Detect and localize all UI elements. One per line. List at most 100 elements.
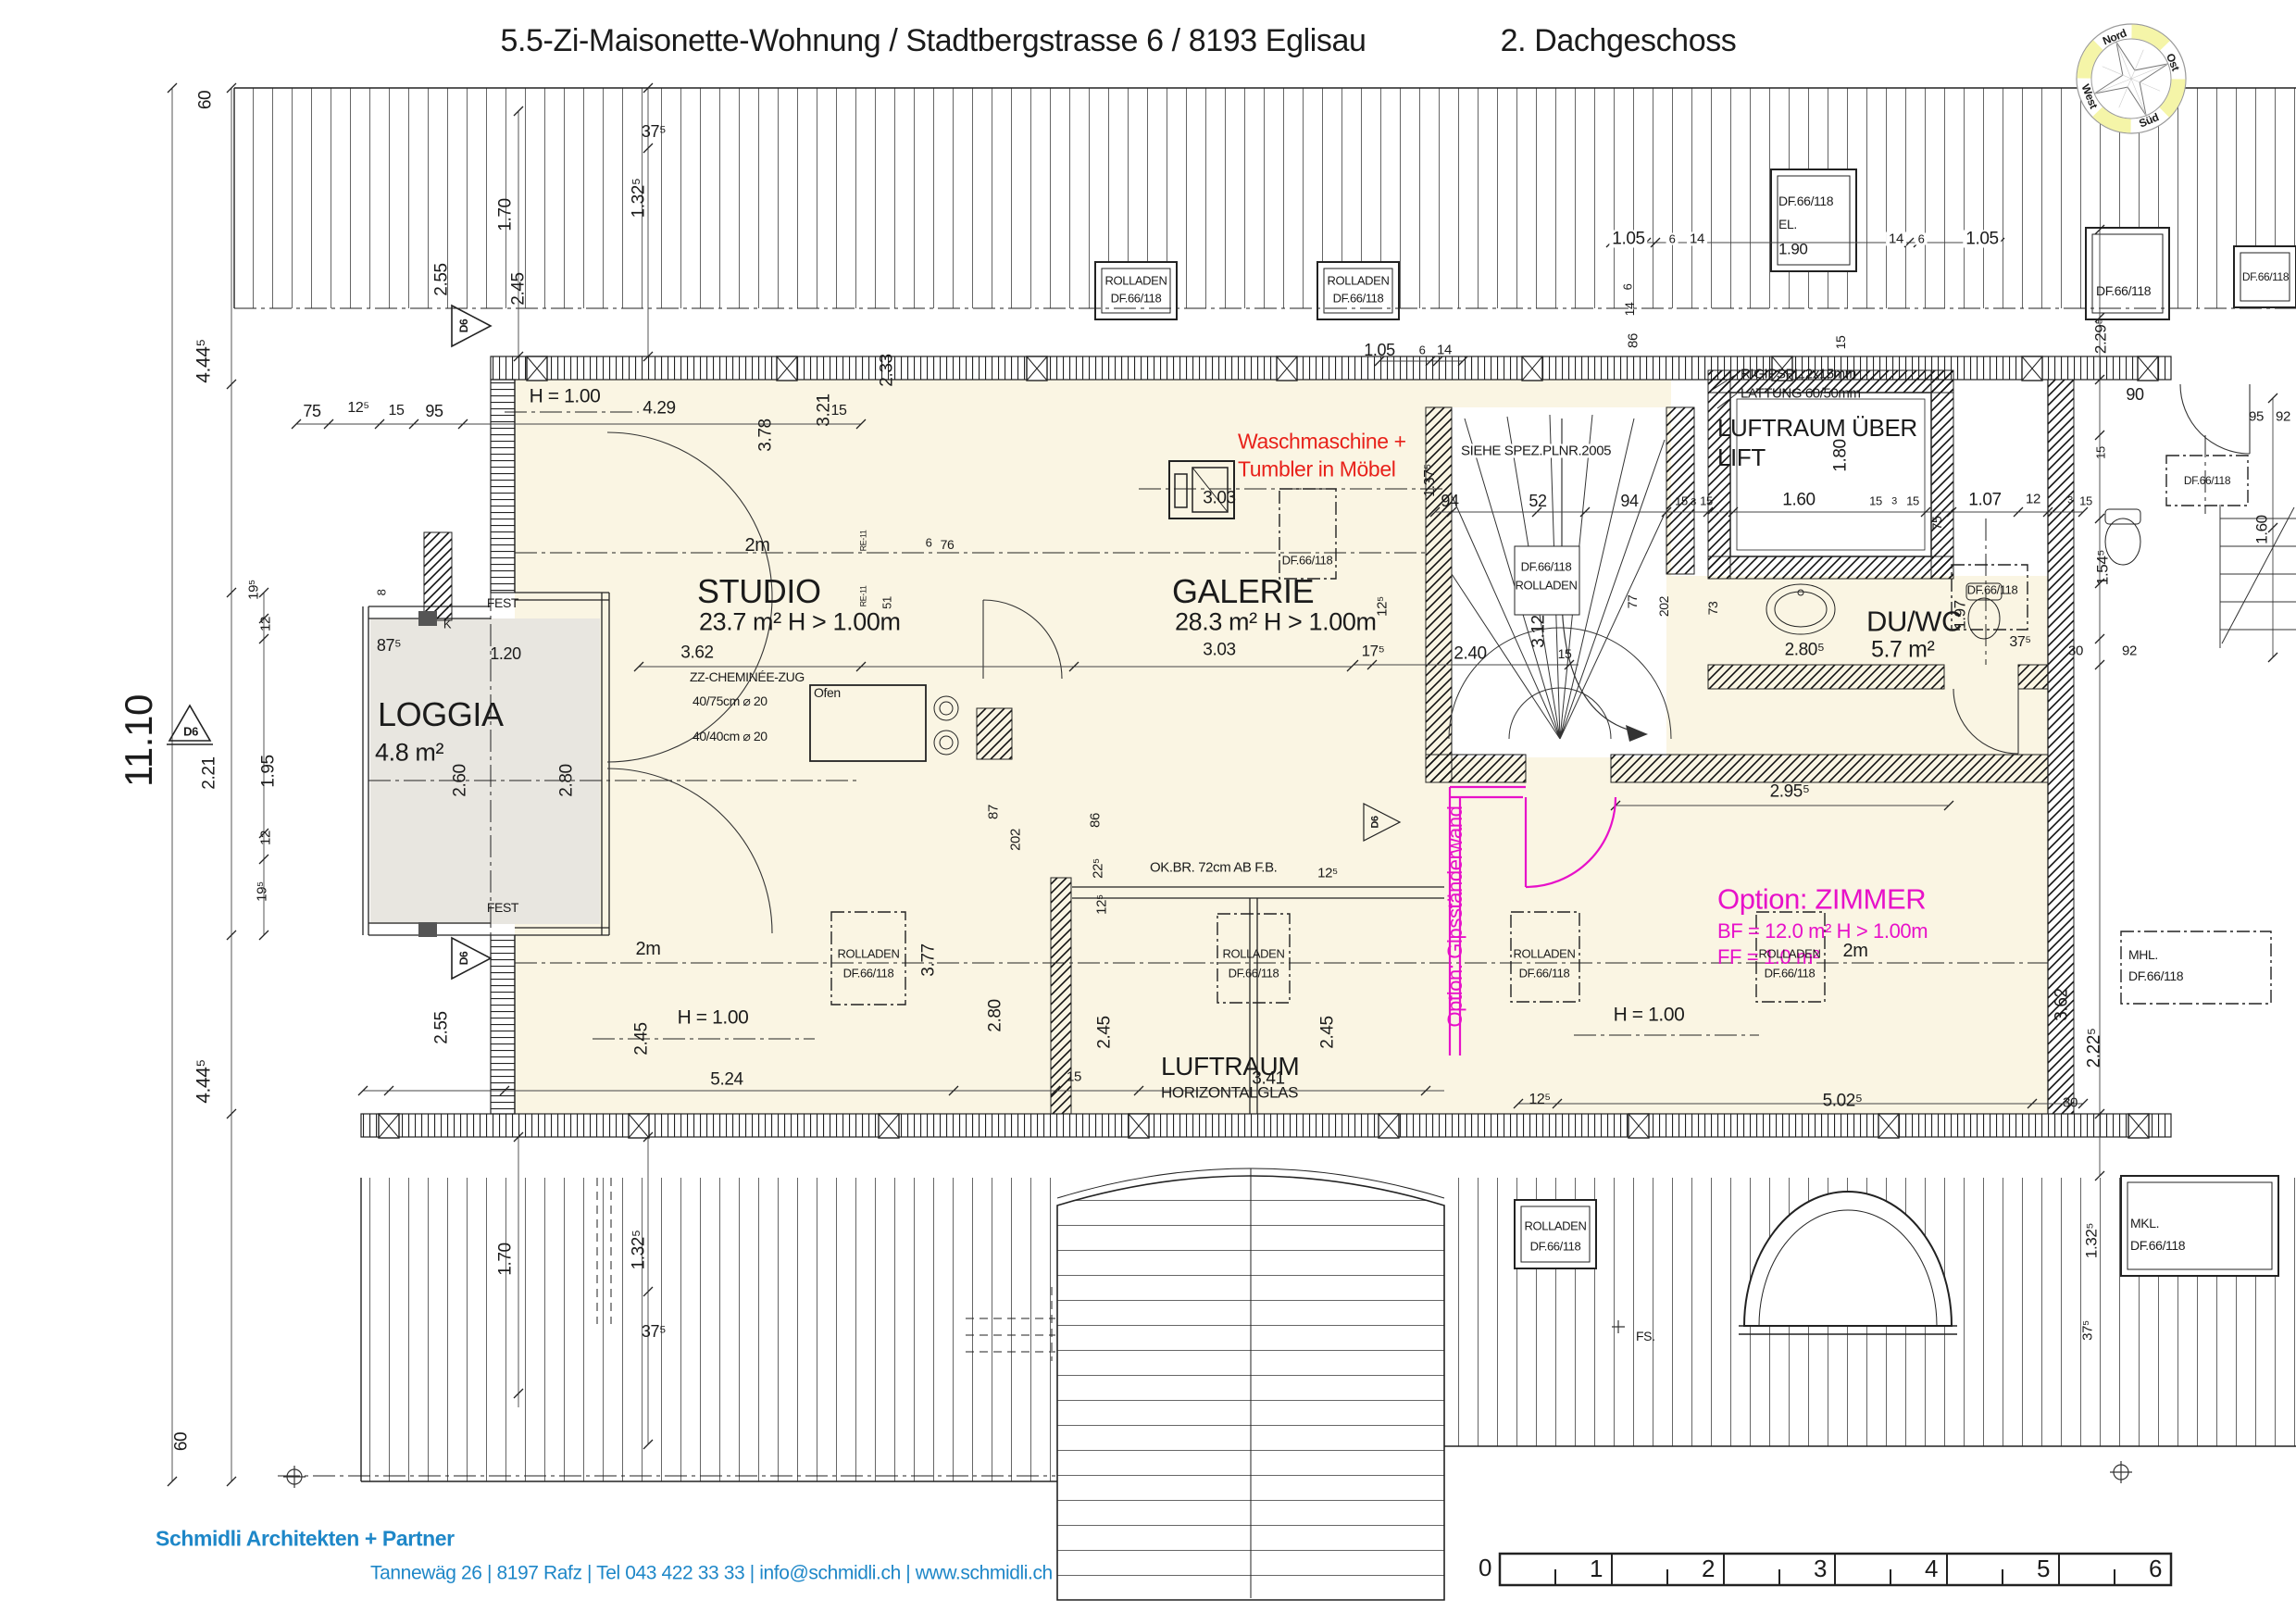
dim: 15 (1906, 493, 1919, 508)
dim: 77 (1625, 594, 1640, 609)
room-loggia: LOGGIA (378, 695, 504, 733)
ann-fest-top: FEST (486, 595, 519, 610)
dim: 14 (1622, 302, 1637, 317)
win-top-a-1: ROLLADEN (1104, 273, 1167, 288)
dim: 15 (1067, 1068, 1081, 1085)
ann-d6-studio-bottom: D6 (457, 951, 470, 966)
room-duwc-area: 5.7 m² (1871, 636, 1935, 663)
ann-d6-left: D6 (183, 724, 198, 739)
win-luft-dash-2: DF.66/118 (1228, 966, 1279, 981)
dim: 3.21 (814, 394, 834, 427)
ann-cheminee-2: 40/75cm ⌀ 20 (693, 693, 767, 708)
win-studio-dash-1: ROLLADEN (837, 946, 900, 961)
ann-cheminee-1: ZZ-CHEMINÉE-ZUG (690, 669, 805, 684)
dim: 37⁵ (641, 1322, 667, 1341)
dim: 12 (257, 617, 274, 631)
roof-hatch-top (233, 87, 2296, 308)
compass-sued: Süd (2137, 110, 2161, 131)
dim: 87⁵ (376, 636, 402, 655)
win-duwc-dash: DF.66/118 (1966, 582, 2018, 597)
dim: 3 (2067, 494, 2073, 506)
dim: 3 (1691, 496, 1696, 508)
dim: 15 (388, 403, 405, 418)
room-loggia-area: 4.8 m² (375, 738, 444, 767)
dim: 1.32⁵ (629, 1230, 649, 1270)
d6-markers (167, 304, 1402, 981)
ann-rigips: RIGIPSPL.2x15mm (1741, 366, 1856, 382)
note-option-wand: Option: Gipsständerwand (1443, 806, 1466, 1028)
dim: 2.21 (199, 756, 219, 790)
win-top-b-2: DF.66/118 (1332, 291, 1384, 306)
dim: 1.05 (1609, 230, 1648, 248)
dim: 52 (1529, 492, 1547, 510)
win-right-b: DF.66/118 (2241, 270, 2290, 283)
win-opt-b-1: ROLLADEN (1758, 946, 1821, 961)
barrel-vault-skylight (1056, 1168, 1445, 1601)
dim: 5.24 (710, 1069, 743, 1090)
dim: 3.77 (918, 943, 939, 977)
dim: 1.20 (490, 644, 521, 663)
dim: 2.80 (556, 764, 577, 797)
door-swings (606, 383, 2251, 934)
dim: 17⁵ (1361, 642, 1385, 660)
dim: 1.70 (495, 198, 516, 231)
room-galerie-area: 28.3 m² H > 1.00m (1175, 607, 1377, 636)
room-galerie: GALERIE (1172, 572, 1315, 610)
footer-address: Tannewäg 26 | 8197 Rafz | Tel 043 422 33… (370, 1562, 1053, 1584)
dim: 4.29 (643, 398, 676, 418)
room-luftraum-lift-2: LIFT (1717, 443, 1766, 471)
loggia-structure (362, 531, 610, 937)
scale-0: 0 (1478, 1554, 1492, 1581)
sink-icon (1766, 583, 1836, 635)
dim-total-height: 11.10 (117, 694, 160, 787)
dim: 6 (1915, 232, 1928, 245)
dim: 15 (2093, 446, 2108, 459)
dim: 2m (744, 535, 770, 556)
stairs (1448, 414, 1672, 742)
dim: 1.54⁵ (2093, 549, 2112, 586)
misc-symbols (283, 505, 2296, 1488)
win-stair-1: DF.66/118 (1520, 559, 1572, 574)
toilet-icon (1965, 582, 2003, 601)
win-el-1: DF.66/118 (1778, 194, 1834, 208)
ann-k: K (443, 617, 452, 631)
dim: 19⁵ (245, 580, 262, 600)
dim: 37⁵ (2079, 1320, 2096, 1341)
dim: 15 (1869, 493, 1882, 508)
room-duwc: DU/WC (1866, 605, 1963, 638)
win-mhl-2: DF.66/118 (2128, 968, 2184, 983)
dim: 51 (880, 596, 894, 609)
ann-fest-bottom: FEST (486, 900, 519, 915)
win-neighbor-dash: DF.66/118 (2183, 474, 2231, 487)
note-waschmaschine-2: Tumbler in Möbel (1238, 456, 1396, 481)
ann-d6-studio-top: D6 (457, 319, 470, 333)
win-top-b-1: ROLLADEN (1327, 273, 1390, 288)
room-studio-area: 23.7 m² H > 1.00m (699, 607, 901, 636)
dim: 3.12 (1529, 615, 1549, 648)
option-wall-magenta (1448, 785, 1617, 1056)
dim: 94 (1441, 492, 1459, 510)
dim: 4.44⁵ (193, 339, 215, 383)
fixtures (809, 460, 2141, 762)
win-luft-dash-1: ROLLADEN (1222, 946, 1285, 961)
neighbor-toilet-icon (2104, 508, 2141, 525)
fs-cross-icon (1612, 1320, 1625, 1333)
win-studio-dash-2: DF.66/118 (842, 966, 894, 981)
dim: 15 (830, 403, 847, 418)
dim: 92 (2276, 408, 2290, 425)
dim: 2.45 (631, 1022, 652, 1056)
dim: 92 (2122, 643, 2137, 659)
win-top-a-2: DF.66/118 (1110, 291, 1162, 306)
room-luftraum-glas-1: LUFTRAUM (1161, 1052, 1300, 1081)
dim: 75 (1929, 516, 1944, 531)
rolladen-dashed-boxes (830, 455, 2272, 1006)
dim: 202 (1007, 829, 1024, 851)
dim: 14 (1886, 231, 1906, 246)
dim: 12⁵ (1529, 1092, 1551, 1107)
scale-1: 1 (1589, 1555, 1603, 1582)
win-bottom-2: DF.66/118 (1529, 1239, 1581, 1254)
ann-okbr: OK.BR. 72cm AB F.B. (1150, 859, 1278, 876)
dim: 3.62 (680, 643, 714, 663)
dim: 15 (2079, 493, 2092, 508)
ann-fs: FS. (1636, 1329, 1655, 1343)
